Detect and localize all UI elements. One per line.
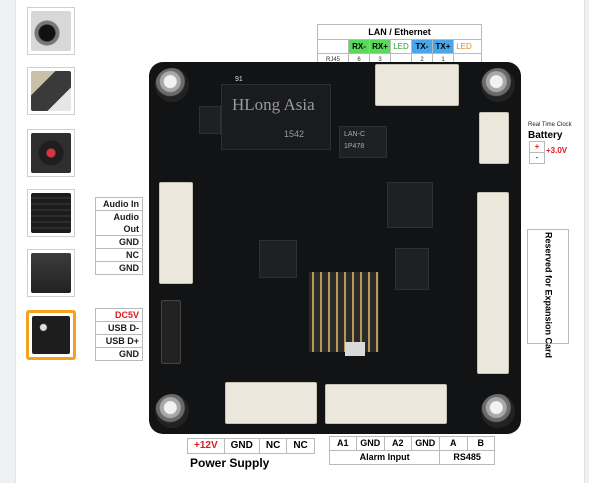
battery-title: Battery [528, 130, 563, 141]
inductor [199, 106, 221, 134]
alarm-pin: A1 [330, 437, 357, 450]
lan-title: LAN / Ethernet [318, 25, 481, 40]
mounting-hole [481, 394, 515, 428]
alarm-input-label: Alarm Input [330, 451, 441, 464]
battery-polarity: + - [529, 141, 545, 164]
battery-plus: + [530, 142, 544, 153]
alarm-pin: A2 [385, 437, 412, 450]
power-nc: NC [293, 440, 308, 451]
expansion-card-label: Reserved for Expansion Card [527, 229, 569, 358]
thumbnail-io-selected[interactable] [26, 310, 76, 360]
battery-voltage: +3.0V [546, 146, 568, 155]
thumbnail-side[interactable] [27, 67, 75, 115]
label-nc: NC [95, 248, 143, 262]
label-usb-dminus: USB D- [95, 321, 143, 335]
rj45-connector [375, 64, 459, 106]
label-audio-out: Audio Out [95, 210, 143, 236]
alarm-rs485-connector [325, 384, 447, 424]
pcb-board-photo: HLong Asia 1542 91 LAN-C 1P478 [149, 62, 521, 434]
ethernet-magnetics-chip: HLong Asia 1542 [221, 84, 331, 150]
ic-chip [395, 248, 429, 290]
lan-pin: 3 [370, 54, 391, 67]
lan-signal-tx-minus: TX- [412, 40, 433, 53]
audio-connector-labels: Audio In Audio Out GND NC GND [95, 197, 143, 275]
rs485-pin: B [477, 438, 485, 448]
alarm-pin: GND [412, 437, 440, 450]
expansion-connector [477, 192, 509, 374]
rs485-label: RS485 [453, 452, 481, 462]
mounting-hole [481, 68, 515, 102]
lan-pin [391, 54, 412, 67]
lan-pin: 2 [412, 54, 433, 67]
component-array [309, 272, 379, 352]
lan-signal-rx-plus: RX+ [370, 40, 391, 53]
lan-signal-led: LED [391, 40, 412, 53]
label-audio-in: Audio In [95, 197, 143, 211]
label-gnd: GND [95, 347, 143, 361]
alarm-pin: GND [357, 437, 385, 450]
label-dc5v: DC5V [95, 308, 143, 322]
ic-chip [387, 182, 433, 228]
power-supply-table: +12V GND NC NC [187, 438, 315, 454]
power-12v: +12V [188, 439, 225, 453]
battery-minus: - [535, 153, 539, 162]
power-connector [225, 382, 317, 424]
rs485-pin: A [440, 437, 468, 450]
label-gnd: GND [95, 235, 143, 249]
thumbnail-sensor[interactable] [27, 129, 75, 177]
label-gnd: GND [95, 261, 143, 275]
lan-signal-led: LED [456, 42, 472, 51]
usb-connector [161, 300, 181, 364]
thumbnail-dsp[interactable] [27, 189, 75, 237]
usb-connector-labels: DC5V USB D- USB D+ GND [95, 308, 143, 361]
rtc-caption: Real Time Clock [528, 122, 572, 128]
thumbnail-front[interactable] [27, 7, 75, 55]
lan-signal-tx-plus: TX+ [433, 40, 454, 53]
lan-signal-rx-minus: RX- [349, 40, 370, 53]
ic-chip [259, 240, 297, 278]
mounting-hole [155, 394, 189, 428]
mounting-hole [155, 68, 189, 102]
lan-pin: 1 [433, 54, 454, 67]
alarm-rs485-table: A1 GND A2 GND A B Alarm Input RS485 [329, 436, 495, 465]
power-supply-caption: Power Supply [190, 456, 270, 470]
audio-connector [159, 182, 193, 284]
battery-connector [479, 112, 509, 164]
thumbnail-back[interactable] [27, 249, 75, 297]
power-gnd: GND [225, 439, 260, 453]
lan-pin: 6 [349, 54, 370, 67]
lan-chip: LAN-C 1P478 [339, 126, 387, 158]
power-nc: NC [260, 439, 288, 453]
crystal [345, 342, 365, 356]
label-usb-dplus: USB D+ [95, 334, 143, 348]
